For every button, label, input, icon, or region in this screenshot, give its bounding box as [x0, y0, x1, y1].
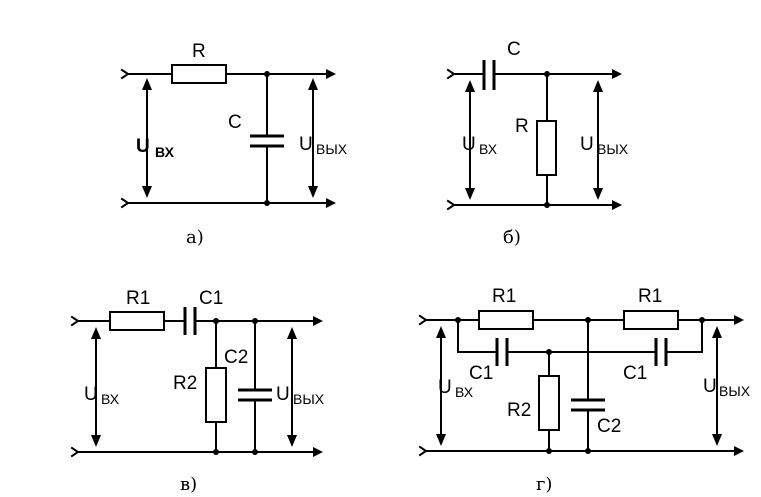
label-uin-sub: ВХ	[455, 384, 474, 400]
node-dot	[252, 449, 258, 455]
node-dot	[264, 200, 270, 206]
voltage-arrow-uin-a	[142, 78, 152, 198]
capacitor-c	[250, 134, 284, 148]
circuit-a: R C U ВХ U ВЫХ а)	[120, 41, 348, 248]
label-c1-left: C1	[469, 363, 493, 384]
label-r: R	[192, 41, 206, 62]
node-dot	[544, 202, 550, 208]
label-c: C	[507, 39, 521, 60]
capacitor-c1-right	[654, 338, 668, 366]
resistor-r1	[109, 311, 165, 331]
resistor-r	[171, 64, 227, 84]
circuit-v-output-arrows	[313, 316, 323, 457]
label-uout-sub: ВЫХ	[597, 141, 629, 157]
label-uout-sub: ВЫХ	[293, 391, 325, 407]
label-c2: C2	[224, 347, 248, 368]
resistor-r2	[205, 367, 227, 423]
label-r1-right: R1	[638, 286, 662, 307]
voltage-arrow-uout-g	[712, 326, 722, 446]
capacitor-c2	[571, 398, 605, 412]
voltage-arrow-uin-g	[436, 326, 446, 446]
label-uout-main: U	[580, 134, 594, 155]
label-c1-right: C1	[623, 363, 647, 384]
label-uin-sub: ВХ	[101, 391, 120, 407]
circuit-a-wires	[120, 68, 329, 209]
label-uin-main: U	[136, 136, 150, 157]
label-uout-main: U	[276, 384, 290, 405]
node-dot	[546, 448, 552, 454]
circuit-b-output-arrows	[612, 69, 622, 210]
label-c2: C2	[597, 416, 621, 437]
label-r2: R2	[507, 400, 531, 421]
voltage-arrow-uin-b	[465, 80, 475, 200]
caption-g: г)	[536, 474, 552, 495]
circuit-g-output-arrows	[734, 315, 744, 456]
label-uin-main: U	[84, 384, 98, 405]
label-uout-main: U	[703, 376, 717, 397]
node-dot	[585, 317, 591, 323]
label-r2: R2	[173, 373, 197, 394]
circuit-a-output-arrows	[326, 69, 336, 208]
node-dot	[264, 71, 270, 77]
label-uout-sub: ВЫХ	[316, 141, 348, 157]
voltage-arrow-uout-b	[593, 80, 603, 200]
label-r1-left: R1	[492, 286, 516, 307]
label-uin-main: U	[438, 377, 452, 398]
circuit-v: R1 C1 C2 R2 U ВХ U ВЫХ в)	[70, 288, 325, 495]
label-c: C	[228, 112, 242, 133]
label-r1: R1	[126, 288, 150, 309]
node-dot	[252, 318, 258, 324]
node-dot	[213, 318, 219, 324]
node-dot	[213, 449, 219, 455]
label-uout-main: U	[299, 134, 313, 155]
label-c1: C1	[199, 288, 223, 309]
resistor-r1-right	[623, 310, 679, 330]
label-uin-sub: ВХ	[479, 141, 498, 157]
circuit-b: C R U ВХ U ВЫХ б)	[446, 39, 629, 248]
voltage-arrow-uin-v	[91, 327, 101, 447]
caption-a: а)	[186, 227, 204, 248]
circuit-b-wires	[446, 68, 615, 211]
capacitor-c	[482, 60, 496, 90]
voltage-arrow-uout-a	[308, 78, 318, 198]
resistor-r1-left	[478, 310, 534, 330]
circuit-g: R1 R1 C1 C1 R2 C2 U ВХ U ВЫХ г)	[418, 286, 751, 495]
resistor-r2	[538, 375, 560, 431]
node-dot	[699, 317, 705, 323]
resistor-r	[536, 120, 557, 176]
capacitor-c1	[183, 307, 197, 335]
node-dot	[455, 317, 461, 323]
capacitor-c1-left	[495, 338, 509, 366]
label-uin-main: U	[462, 134, 476, 155]
caption-v: в)	[180, 474, 197, 495]
node-dot	[546, 349, 552, 355]
node-dot	[585, 448, 591, 454]
label-uout-sub: ВЫХ	[719, 383, 751, 399]
voltage-arrow-uout-v	[287, 327, 297, 447]
circuit-g-wires	[418, 314, 737, 457]
label-uin-sub: ВХ	[155, 144, 175, 160]
label-r: R	[515, 116, 529, 137]
caption-b: б)	[503, 227, 521, 248]
node-dot	[544, 71, 550, 77]
capacitor-c2	[238, 388, 272, 402]
